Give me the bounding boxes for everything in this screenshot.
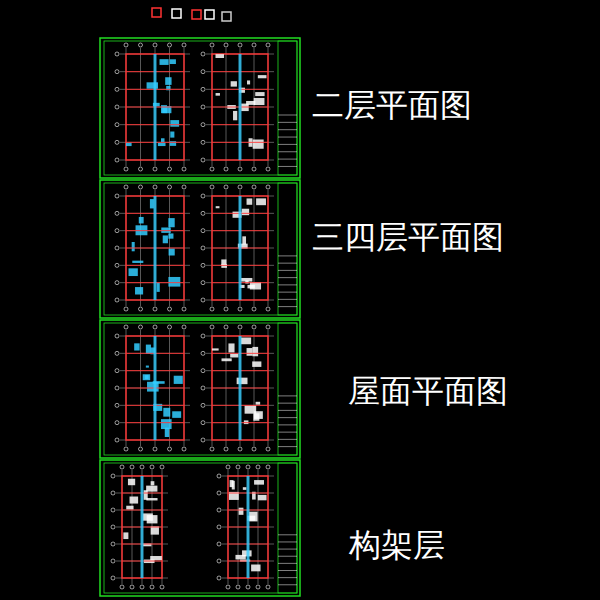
mark-icon bbox=[192, 10, 201, 19]
sheet-title: 构架层 bbox=[349, 528, 445, 563]
mark-icon bbox=[172, 9, 181, 18]
drawing-sheet bbox=[100, 180, 300, 318]
mark-icon bbox=[205, 10, 214, 19]
drawing-sheet bbox=[100, 460, 300, 596]
mark-icon bbox=[152, 8, 161, 17]
mark-icon bbox=[222, 12, 231, 21]
drawing-sheet bbox=[100, 320, 300, 458]
sheet-title: 三四层平面图 bbox=[312, 220, 504, 255]
sheet-title: 二层平面图 bbox=[312, 88, 472, 123]
sheet-title: 屋面平面图 bbox=[348, 374, 508, 409]
drawing-sheet bbox=[100, 38, 300, 178]
